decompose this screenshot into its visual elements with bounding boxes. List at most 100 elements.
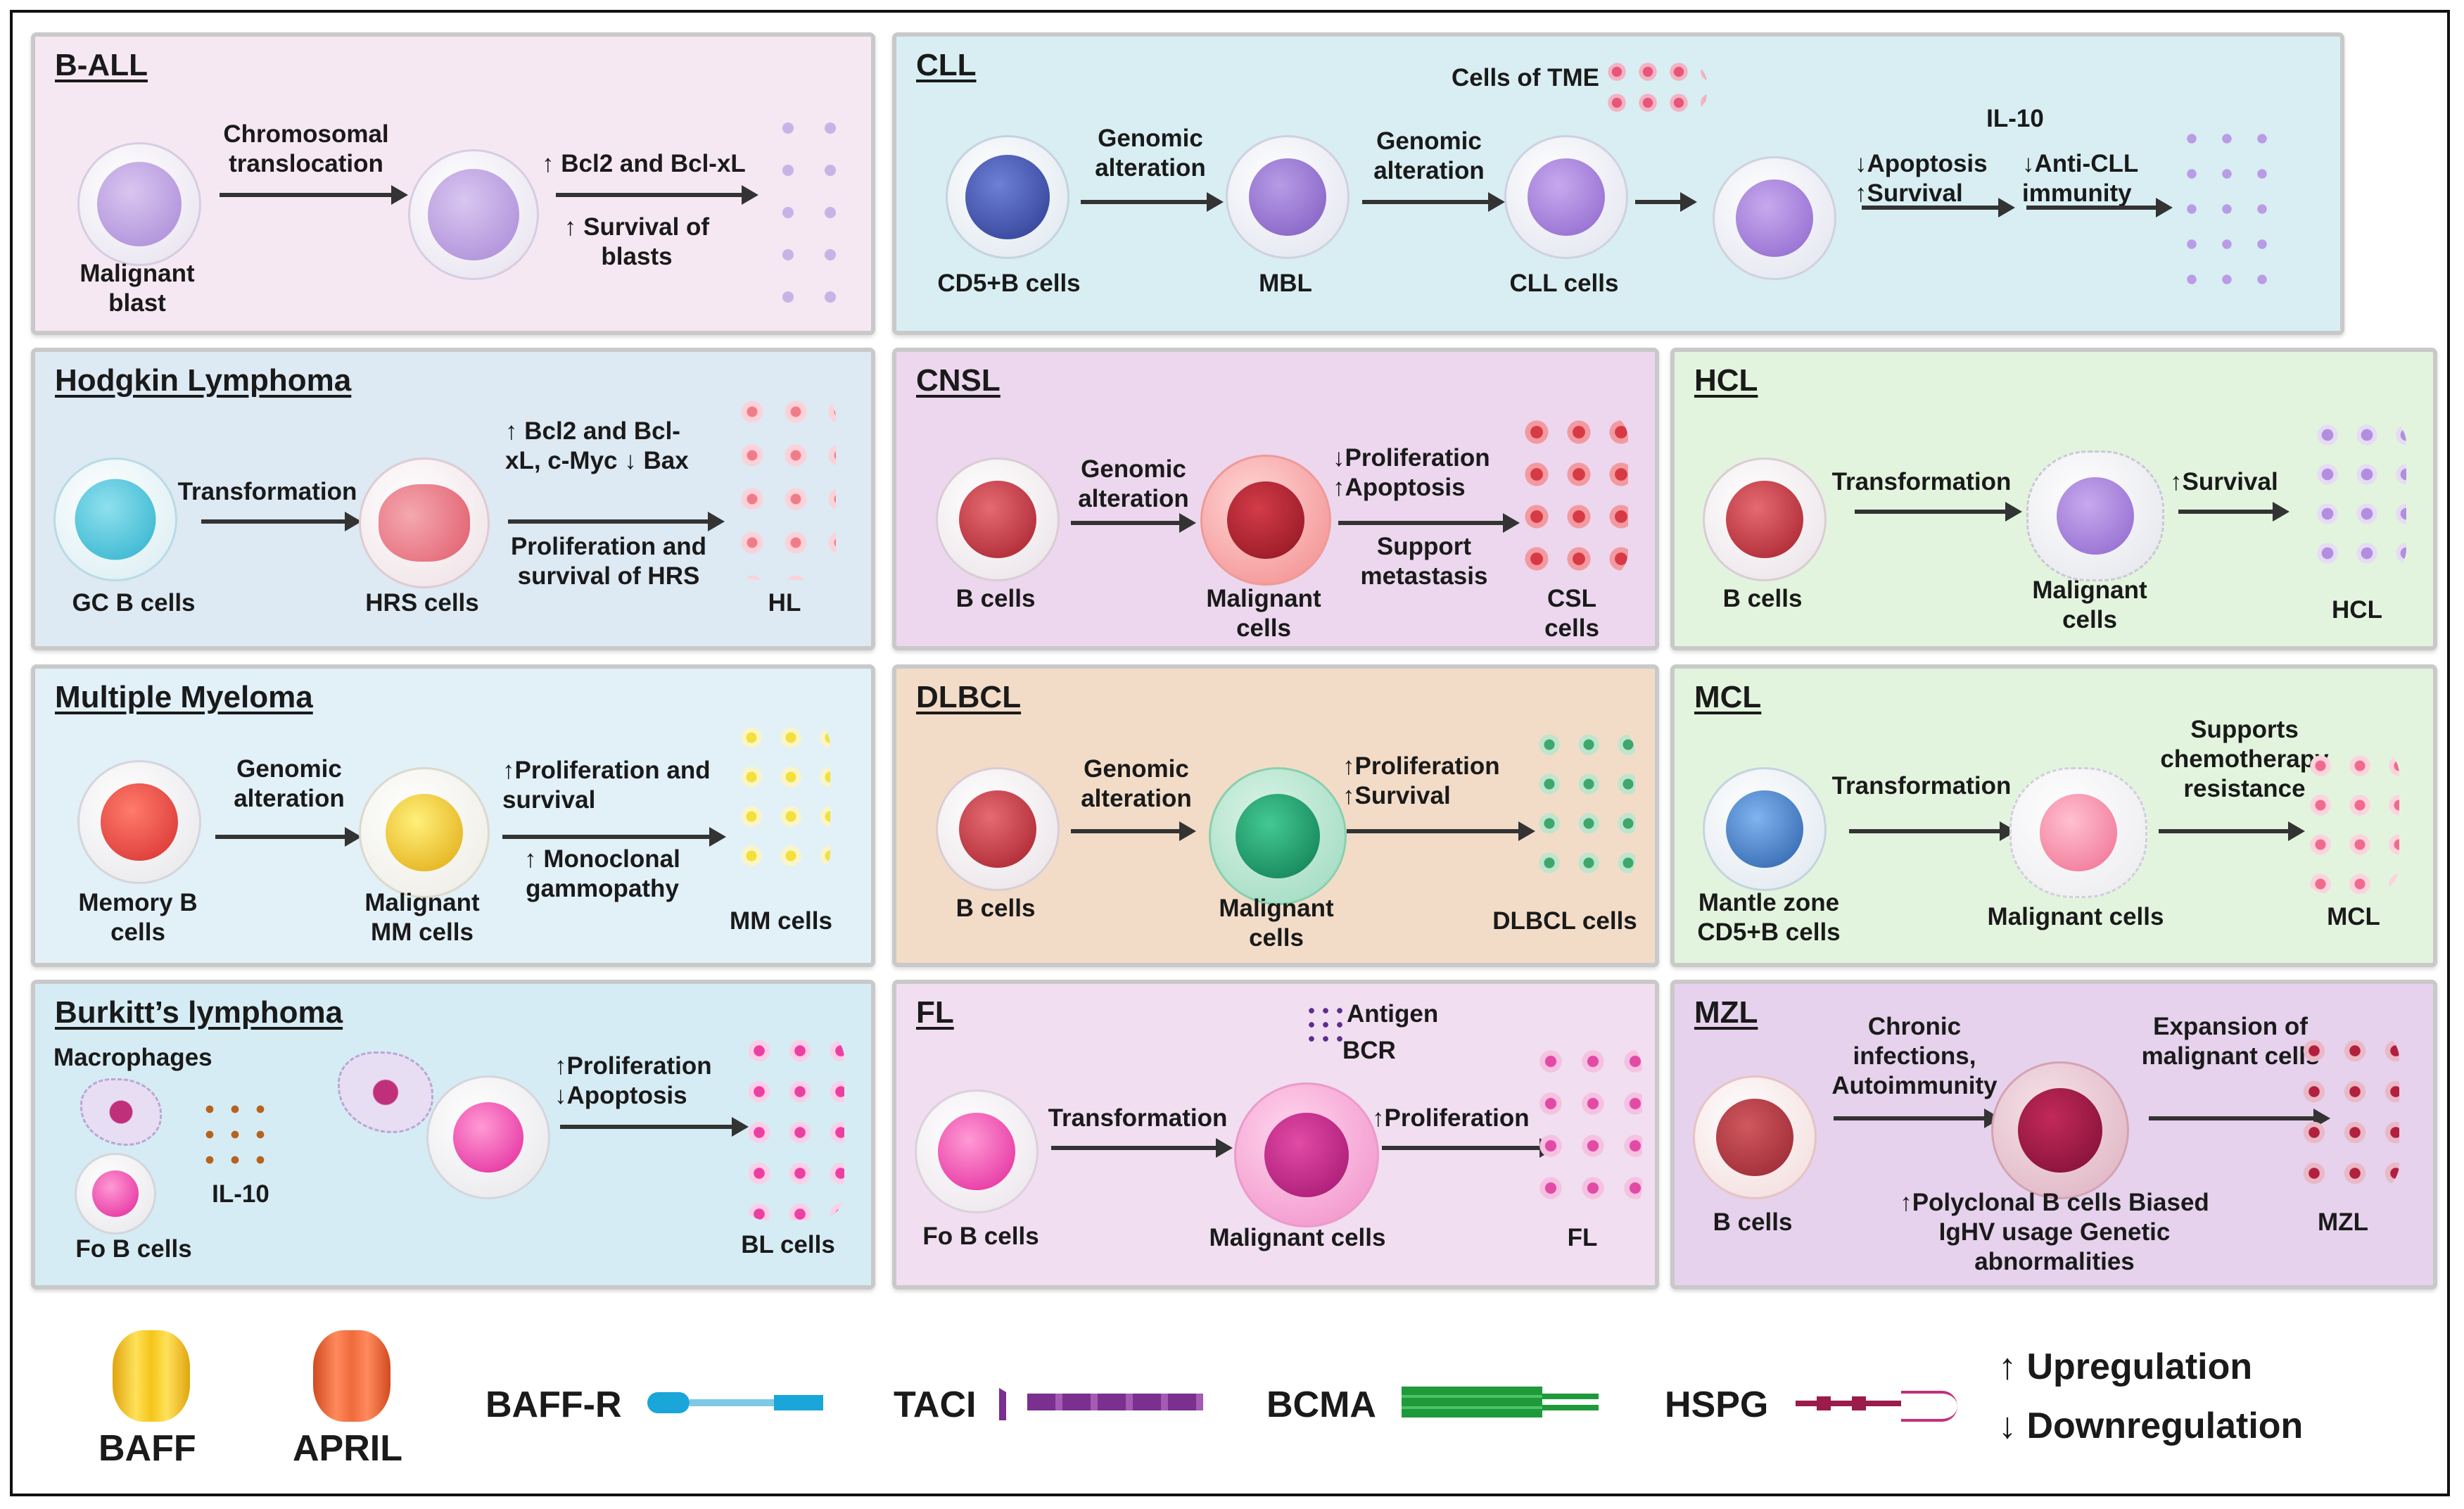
il10-label: IL-10 — [1986, 105, 2044, 132]
step-label: Chromosomal translocation — [223, 120, 389, 177]
arrow — [1862, 198, 2015, 217]
b-cell — [1703, 457, 1827, 581]
panel-title: DLBCL — [916, 680, 1022, 714]
antigen-particles — [1304, 1004, 1347, 1046]
effect-label: Support metastasis — [1360, 533, 1488, 590]
effect-label: ↓Apoptosis ↑Survival — [1855, 150, 1988, 207]
arrow — [201, 512, 362, 531]
arrow — [1338, 513, 1520, 533]
panel-title: MCL — [1694, 680, 1762, 714]
arrow — [1071, 821, 1196, 841]
dlbcl-cell-cluster — [1530, 725, 1635, 887]
panel-fl: FL Fo B cells Transformation Antigen BCR… — [892, 980, 1659, 1289]
mantle-zone-cell — [1703, 767, 1827, 891]
legend-up: ↑ Upregulation — [1998, 1346, 2253, 1387]
cell-label: B cells — [955, 585, 1036, 612]
cell-label: B cells — [1713, 1208, 1793, 1236]
cell-label: FL — [1567, 1224, 1598, 1251]
panel-ball: B-ALL Malignant blast Chromosomal transl… — [31, 32, 875, 335]
cell-label: DLBCL cells — [1492, 907, 1637, 935]
cd5-b-cell — [946, 135, 1069, 259]
arrow — [1834, 1109, 2001, 1128]
panel-cll: CLL CD5+B cells Genomic alteration MBL G… — [892, 32, 2344, 335]
activated-macrophage-icon — [338, 1052, 433, 1133]
arrow — [220, 185, 408, 205]
cell-label: B cells — [1722, 585, 1803, 612]
cell-label: Malignant MM cells — [364, 889, 480, 946]
effect-label: ↑ Monoclonal gammopathy — [524, 845, 680, 902]
legend-label: APRIL — [293, 1428, 402, 1469]
gc-b-cell — [53, 457, 177, 581]
arrow — [1635, 192, 1697, 212]
cll-cell-cluster — [2174, 121, 2280, 290]
panel-title: CNSL — [916, 363, 1001, 398]
panel-title: Burkitt’s lymphoma — [55, 995, 343, 1030]
legend-label: TACI — [894, 1384, 977, 1425]
tme-label: Cells of TME — [1451, 64, 1600, 91]
arrow — [1855, 502, 2022, 522]
antigen-label: Antigen — [1347, 1000, 1439, 1028]
step-label: Transformation — [1048, 1104, 1228, 1132]
malignant-blast-cell — [77, 142, 201, 266]
panel-title: FL — [916, 995, 954, 1030]
step-label: Genomic alteration — [234, 755, 345, 812]
arrow — [1081, 192, 1224, 212]
il10-particles — [197, 1097, 274, 1174]
panel-hcl: HCL B cells Transformation Malignant cel… — [1670, 348, 2437, 650]
cell-label: Mantle zone CD5+B cells — [1697, 889, 1841, 946]
taci-icon — [999, 1388, 1203, 1420]
bcr-label: BCR — [1342, 1037, 1396, 1064]
macrophages-label: Macrophages — [53, 1044, 212, 1071]
cell-label: HCL — [2332, 596, 2382, 624]
cell-label: Malignant cells — [2032, 576, 2147, 633]
bl-cell-cluster — [739, 1030, 844, 1220]
cell-label: HRS cells — [365, 589, 479, 617]
baff-r-icon — [647, 1392, 823, 1413]
cell-label: MM cells — [730, 907, 832, 935]
panel-title: MZL — [1694, 995, 1758, 1030]
malignant-cell — [1234, 1082, 1379, 1227]
legend-down: ↓ Downregulation — [1998, 1406, 2304, 1446]
blast-cell-receptors — [408, 149, 539, 280]
effect-label: Supports chemotherapy resistance — [2160, 716, 2329, 802]
effect-label: ↓Proliferation ↑Apoptosis — [1333, 444, 1490, 501]
panel-dlbcl: DLBCL B cells Genomic alteration Maligna… — [892, 664, 1659, 967]
mbl-cell — [1226, 135, 1350, 259]
legend-label: HSPG — [1665, 1384, 1769, 1425]
start-label: Malignant blast — [80, 260, 195, 317]
effect-label: Expansion of malignant cells — [2141, 1013, 2320, 1070]
step-label: Genomic alteration — [1373, 127, 1485, 184]
malignant-cell — [1209, 767, 1347, 905]
effect-label: ↑ Bcl2 and Bcl-xL, c-Myc ↓ Bax — [505, 417, 689, 474]
effect-label: ↑Proliferation ↓Apoptosis — [554, 1052, 712, 1109]
effect-label: ↑Survival — [2170, 468, 2278, 495]
cell-label: HL — [768, 589, 801, 617]
cell-label: B cells — [955, 895, 1036, 922]
b-cell — [1693, 1075, 1817, 1199]
arrow — [1849, 821, 2017, 841]
effect-label: ↑Proliferation and survival — [502, 757, 711, 814]
panel-mcl: MCL Mantle zone CD5+B cells Transformati… — [1670, 664, 2437, 967]
arrow — [1362, 192, 1505, 212]
panel-mzl: MZL B cells Chronic infections, Autoimmu… — [1670, 980, 2437, 1289]
arrow — [1051, 1138, 1233, 1158]
legend-label: BCMA — [1266, 1384, 1376, 1425]
il10-label: IL-10 — [212, 1180, 269, 1208]
b-cell — [936, 457, 1060, 581]
cll-cell-receptors — [1713, 156, 1836, 280]
arrow — [2026, 198, 2173, 217]
effect-label: ↑Proliferation — [1372, 1104, 1530, 1132]
arrow — [1347, 821, 1535, 841]
bcma-icon — [1402, 1387, 1599, 1418]
step-label: Transformation — [1831, 772, 2012, 800]
cell-label: MBL — [1259, 270, 1312, 297]
step-label: Genomic alteration — [1078, 455, 1189, 512]
step-label: Genomic alteration — [1081, 755, 1192, 812]
step-label: Transformation — [1831, 468, 2012, 495]
effect-label: ↑ Bcl2 and Bcl-xL — [542, 150, 746, 177]
arrow — [2149, 1109, 2330, 1128]
macrophage-icon — [80, 1078, 162, 1146]
april-icon — [313, 1330, 390, 1422]
arrow — [556, 185, 758, 205]
cell-label: Malignant cells — [1219, 895, 1334, 952]
